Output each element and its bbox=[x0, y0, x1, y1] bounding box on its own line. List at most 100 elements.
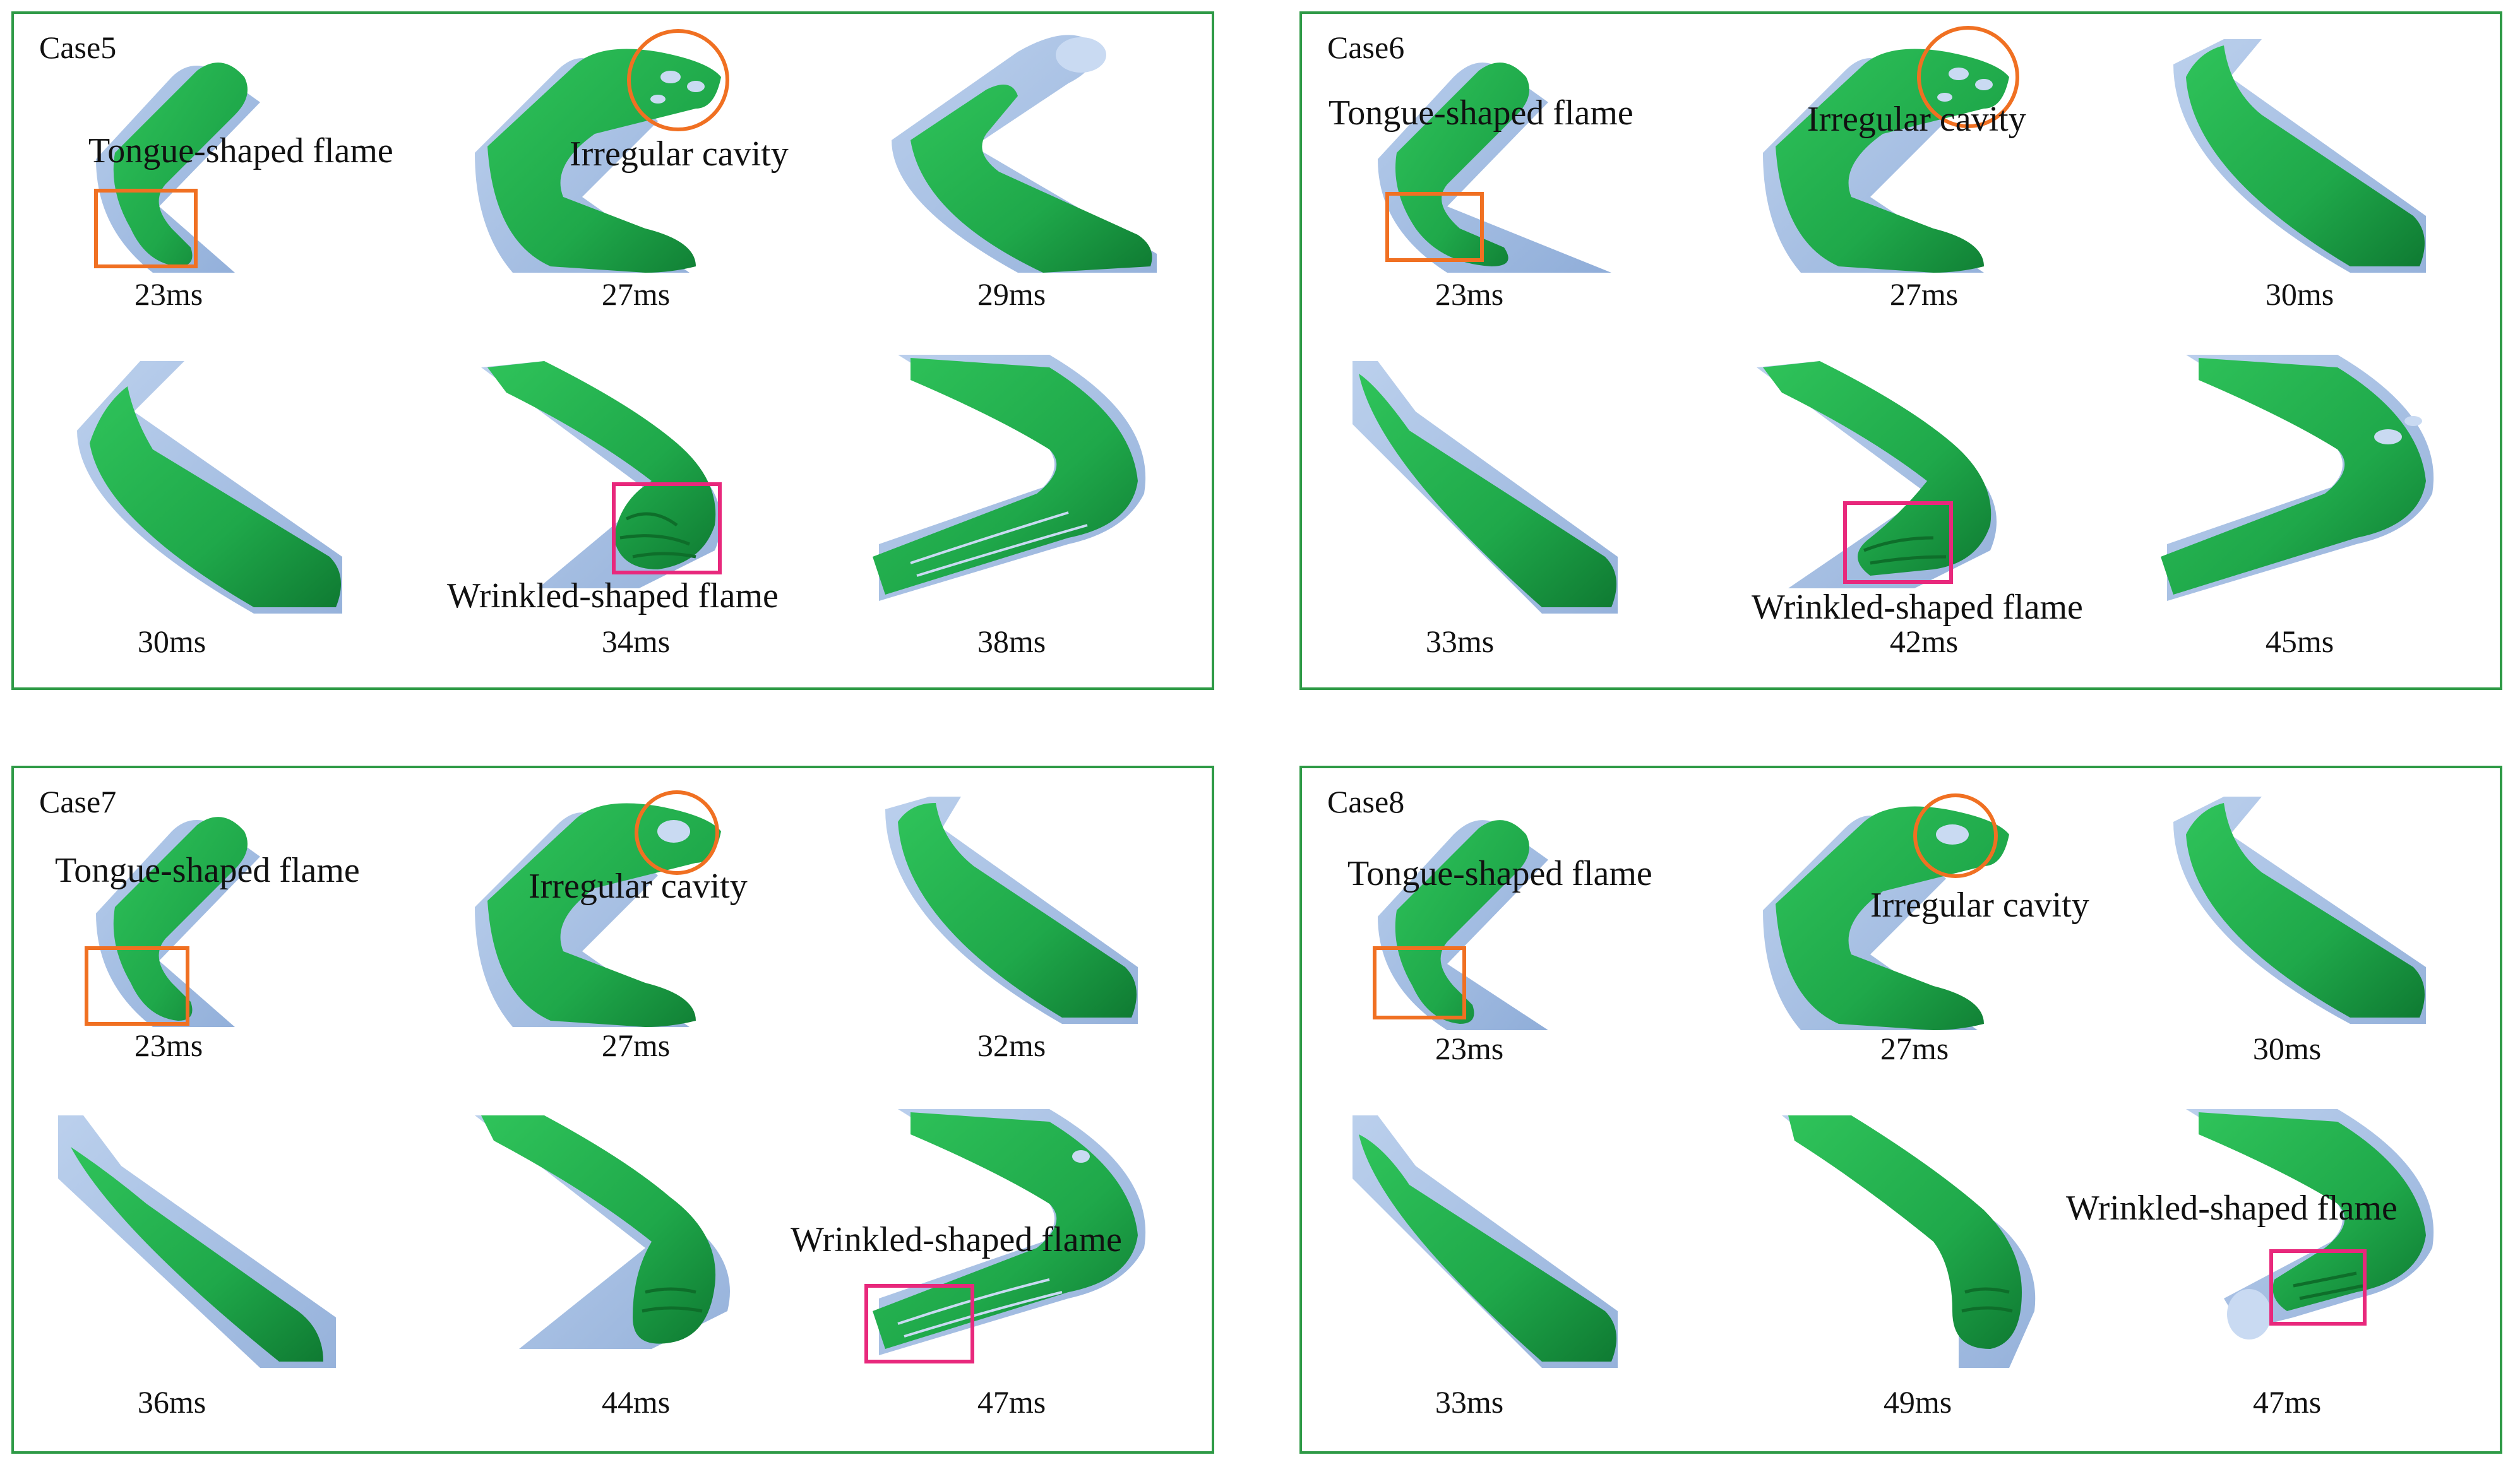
time-label: 34ms bbox=[601, 624, 671, 659]
flame-snapshot bbox=[71, 793, 323, 1033]
flame-snapshot bbox=[1353, 797, 1618, 1036]
annotation-cavity: Irregular cavity bbox=[570, 134, 789, 174]
time-label: 27ms bbox=[601, 1028, 671, 1063]
annotation-tongue: Tongue-shaped flame bbox=[88, 131, 393, 170]
case-label: Case7 bbox=[39, 784, 117, 819]
panel-case5: Case5 Tongue-shaped flame 23ms Irregular… bbox=[11, 11, 1214, 690]
tongue-highlight-box bbox=[94, 189, 198, 268]
time-label: 47ms bbox=[2252, 1384, 2322, 1420]
pipe-flame-render bbox=[1763, 793, 2009, 1030]
pipe-flame-render bbox=[885, 797, 1138, 1024]
flame-snapshot bbox=[2148, 342, 2451, 607]
time-label: 47ms bbox=[977, 1384, 1046, 1420]
wrinkle-highlight-box bbox=[2269, 1249, 2367, 1326]
wrinkle-highlight-box bbox=[612, 482, 722, 574]
flame-snapshot bbox=[469, 348, 759, 601]
pipe-flame-render bbox=[1378, 62, 1611, 273]
time-label: 27ms bbox=[1880, 1031, 1949, 1066]
cavity-highlight-circle bbox=[635, 790, 719, 875]
annotation-wrinkled: Wrinkled-shaped flame bbox=[2066, 1189, 2398, 1228]
flame-snapshot bbox=[64, 348, 355, 614]
flame-snapshot bbox=[2161, 27, 2451, 279]
time-label: 29ms bbox=[977, 276, 1046, 312]
time-label: 23ms bbox=[134, 1028, 203, 1063]
flame-snapshot bbox=[2148, 1096, 2451, 1362]
flame-snapshot bbox=[2161, 784, 2451, 1024]
annotation-cavity: Irregular cavity bbox=[528, 867, 748, 906]
pipe-flame-render bbox=[873, 355, 1146, 601]
time-label: 33ms bbox=[1435, 1384, 1504, 1420]
wrinkle-highlight-box bbox=[1843, 501, 1953, 584]
annotation-wrinkled: Wrinkled-shaped flame bbox=[447, 576, 779, 615]
time-label: 45ms bbox=[2265, 624, 2334, 659]
pipe-flame-render bbox=[1353, 361, 1618, 614]
annotation-tongue: Tongue-shaped flame bbox=[1329, 93, 1633, 133]
tongue-highlight-box bbox=[1373, 946, 1466, 1019]
cavity-highlight-circle bbox=[1917, 26, 2019, 128]
flame-snapshot bbox=[1353, 39, 1618, 279]
cavity-highlight-circle bbox=[1913, 793, 1998, 878]
time-label: 38ms bbox=[977, 624, 1046, 659]
pipe-flame-render bbox=[481, 361, 722, 588]
time-label: 23ms bbox=[134, 276, 203, 312]
annotation-cavity: Irregular cavity bbox=[1807, 100, 2026, 139]
pipe-flame-render bbox=[2173, 797, 2426, 1024]
flame-snapshot bbox=[860, 342, 1163, 607]
time-label: 27ms bbox=[1889, 276, 1959, 312]
pipe-flame-render bbox=[475, 29, 729, 273]
panel-case8: Case8 Tongue-shaped flame 23ms Irregular… bbox=[1299, 766, 2502, 1454]
pipe-flame-render bbox=[1757, 361, 1997, 588]
pipe-flame-render bbox=[1763, 26, 2019, 273]
flame-snapshot bbox=[71, 39, 323, 279]
annotation-tongue: Tongue-shaped flame bbox=[1347, 854, 1652, 893]
tongue-highlight-box bbox=[85, 946, 189, 1026]
wrinkle-highlight-box bbox=[864, 1284, 974, 1363]
pipe-flame-render bbox=[2161, 355, 2434, 601]
flame-snapshot bbox=[860, 1096, 1163, 1363]
pipe-flame-render bbox=[94, 62, 260, 273]
time-label: 30ms bbox=[137, 624, 206, 659]
time-label: 30ms bbox=[2265, 276, 2334, 312]
time-label: 36ms bbox=[137, 1384, 206, 1420]
case-label: Case8 bbox=[1327, 784, 1405, 819]
flame-snapshot bbox=[1340, 1103, 1630, 1368]
flame-snapshot bbox=[1744, 793, 2034, 1036]
time-label: 27ms bbox=[601, 276, 671, 312]
pipe-flame-render bbox=[475, 1115, 730, 1349]
tongue-highlight-box bbox=[1385, 192, 1484, 262]
annotation-wrinkled: Wrinkled-shaped flame bbox=[1752, 588, 2083, 627]
pipe-flame-render bbox=[85, 817, 260, 1027]
time-label: 23ms bbox=[1435, 1031, 1504, 1066]
flame-snapshot bbox=[45, 1103, 349, 1368]
time-label: 33ms bbox=[1425, 624, 1495, 659]
pipe-flame-render bbox=[2186, 1109, 2434, 1339]
flame-snapshot bbox=[456, 790, 746, 1033]
flame-snapshot bbox=[462, 1103, 753, 1355]
pipe-flame-render bbox=[58, 1115, 336, 1368]
pipe-flame-render bbox=[1373, 820, 1548, 1030]
pipe-flame-render bbox=[2173, 39, 2426, 273]
flame-snapshot bbox=[1769, 1103, 2047, 1368]
panel-case6: Case6 Tongue-shaped flame 23ms Irregular… bbox=[1299, 11, 2502, 690]
pipe-flame-render bbox=[1353, 1115, 1618, 1368]
time-label: 42ms bbox=[1889, 624, 1959, 659]
pipe-flame-render bbox=[77, 361, 342, 614]
pipe-flame-render bbox=[864, 1109, 1146, 1363]
pipe-flame-render bbox=[892, 35, 1157, 273]
time-label: 23ms bbox=[1435, 276, 1504, 312]
flame-snapshot bbox=[1744, 26, 2034, 279]
time-label: 30ms bbox=[2252, 1031, 2322, 1066]
annotation-wrinkled: Wrinkled-shaped flame bbox=[791, 1220, 1122, 1259]
flame-snapshot bbox=[873, 784, 1163, 1024]
cavity-highlight-circle bbox=[627, 29, 729, 131]
pipe-flame-render bbox=[1782, 1115, 2036, 1368]
pipe-flame-render bbox=[475, 790, 721, 1027]
annotation-cavity: Irregular cavity bbox=[1870, 886, 2089, 925]
time-label: 49ms bbox=[1883, 1384, 1952, 1420]
flame-snapshot bbox=[1744, 348, 2034, 601]
annotation-tongue: Tongue-shaped flame bbox=[55, 851, 360, 890]
case-label: Case5 bbox=[39, 30, 117, 65]
flame-snapshot bbox=[1340, 348, 1630, 614]
time-label: 32ms bbox=[977, 1028, 1046, 1063]
time-label: 44ms bbox=[601, 1384, 671, 1420]
